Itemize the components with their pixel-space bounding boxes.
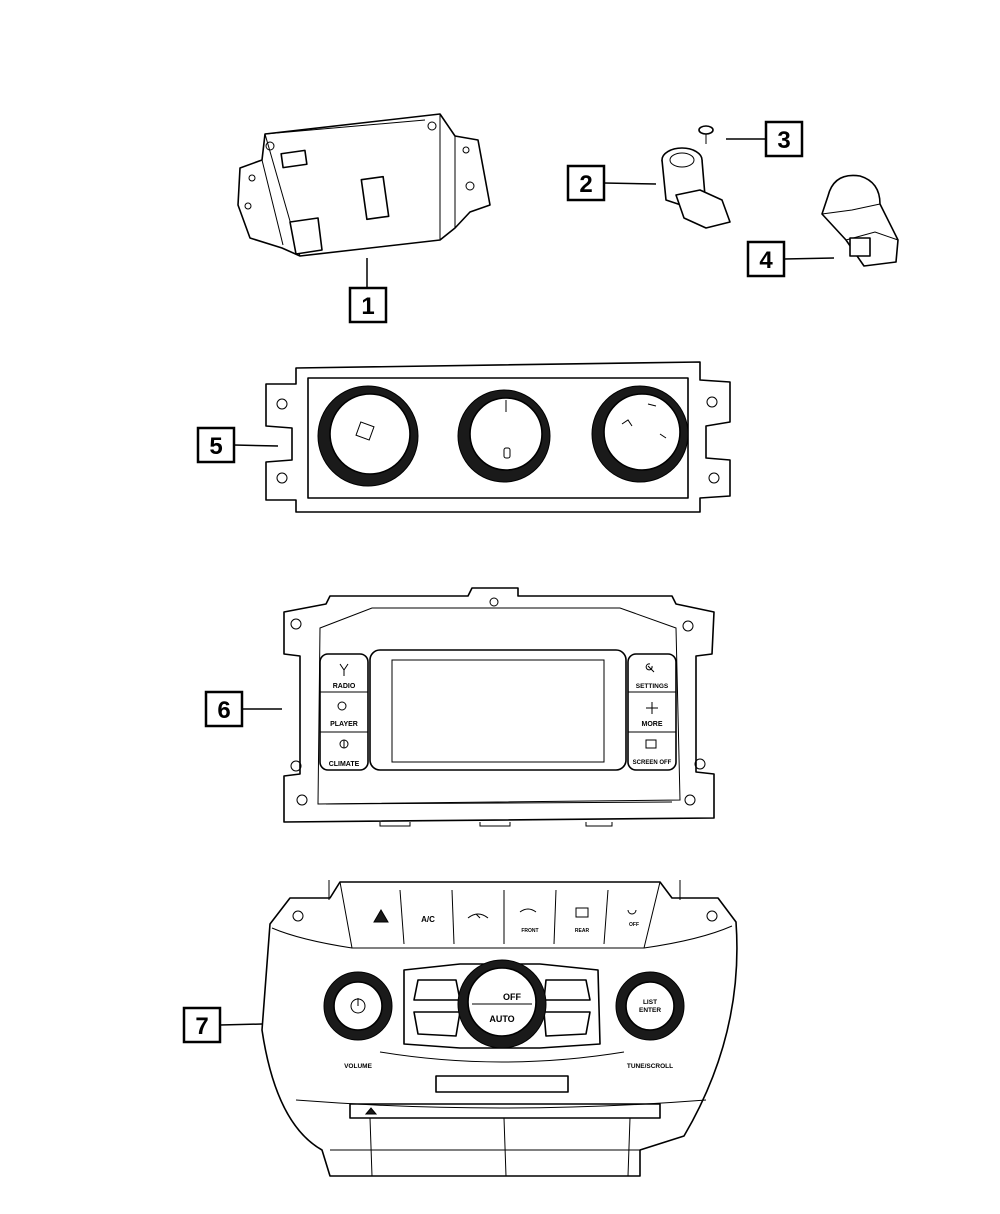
settings-button-label: SETTINGS xyxy=(636,683,669,690)
callout-4: 4 xyxy=(746,240,835,278)
part-3-pin xyxy=(698,125,714,144)
list-label: LIST xyxy=(643,999,657,1006)
part-6-touchscreen-bezel: RADIO PLAYER CLIMATE SETTINGS MORE SCREE… xyxy=(283,587,715,827)
fan-off-label: OFF xyxy=(503,992,521,1002)
volume-label: VOLUME xyxy=(344,1063,372,1070)
rear-defrost-label: REAR xyxy=(575,928,590,934)
enter-label: ENTER xyxy=(639,1007,661,1014)
part-2-socket xyxy=(661,147,731,229)
part-7-faceplate: A/C FRONT REAR OFF OFF AUTO VOLUME LIST … xyxy=(261,880,738,1177)
callout-6: 6 xyxy=(204,690,282,728)
more-button-label: MORE xyxy=(642,721,663,728)
part-4-bulb xyxy=(821,174,899,267)
screen-off-button-label: SCREEN OFF xyxy=(633,760,672,766)
callout-2: 2 xyxy=(566,164,657,202)
tune-scroll-label: TUNE/SCROLL xyxy=(627,1063,673,1070)
svg-text:4: 4 xyxy=(759,247,773,274)
player-button-label: PLAYER xyxy=(330,721,358,728)
auto-label: AUTO xyxy=(489,1014,514,1024)
front-defrost-label: FRONT xyxy=(521,928,538,934)
radio-button-label: RADIO xyxy=(333,683,356,690)
svg-text:1: 1 xyxy=(361,293,374,320)
ac-button-label: A/C xyxy=(421,915,435,924)
part-1-module xyxy=(237,113,491,257)
svg-text:6: 6 xyxy=(217,697,230,724)
callout-5: 5 xyxy=(196,426,279,464)
callout-3: 3 xyxy=(726,120,804,158)
climate-button-label: CLIMATE xyxy=(329,761,360,768)
svg-text:3: 3 xyxy=(777,127,790,154)
callout-1: 1 xyxy=(348,258,388,324)
svg-text:5: 5 xyxy=(209,433,222,460)
top-off-label: OFF xyxy=(629,922,639,928)
callout-7: 7 xyxy=(182,1006,263,1044)
part-5-hvac-knob-panel xyxy=(265,361,731,513)
svg-text:2: 2 xyxy=(579,171,592,198)
svg-text:7: 7 xyxy=(195,1013,208,1040)
